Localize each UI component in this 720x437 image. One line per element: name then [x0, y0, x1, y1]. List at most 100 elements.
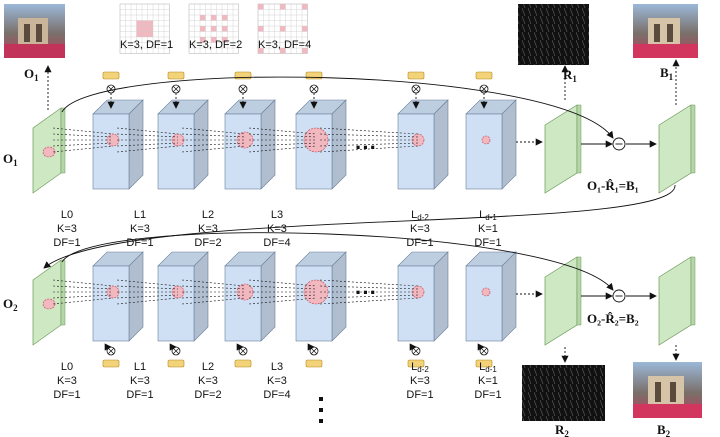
feature-map-Ld-2 [397, 99, 449, 190]
multiply-op [171, 84, 181, 94]
kernel-size: K=3 [130, 375, 150, 387]
receptive-cell [280, 4, 286, 10]
receptive-cell [302, 26, 308, 32]
receptive-cell [302, 4, 308, 10]
feature-map-Ld-2 [397, 251, 449, 342]
feature-map-L2 [224, 251, 276, 342]
conv-link [248, 145, 317, 153]
attention-gate [167, 359, 185, 368]
receptive-cell [211, 26, 217, 32]
dilation-factor: DF=1 [406, 389, 433, 401]
feature-map-L0 [92, 251, 144, 342]
input-photo-top [4, 4, 65, 58]
receptive-cell [302, 48, 308, 54]
layer-name: Ld-2 [411, 361, 429, 374]
conv-link [181, 294, 246, 299]
kernel-size: K=1 [478, 375, 498, 387]
kernel-size: K=3 [410, 375, 430, 387]
kernel-size: K=3 [267, 223, 287, 235]
receptive-cell [258, 4, 264, 10]
receptive-cell [258, 48, 264, 54]
stage2-network: L0K=3DF=1L1K=3DF=1L2K=3DF=2L3K=3DF=4Ld-2… [32, 251, 696, 401]
conv-link [319, 297, 419, 305]
equation-stage1: O₁-R̂₁=B₁ [587, 178, 639, 193]
skip-curve-stage2 [61, 232, 614, 291]
layer-name: L1 [134, 361, 146, 373]
receptive-cell [200, 15, 206, 21]
dilation-factor: DF=4 [263, 389, 290, 401]
multiply-op [309, 84, 319, 94]
dilation-factor: DF=4 [263, 237, 290, 249]
receptive-field [481, 135, 491, 145]
receptive-field [481, 287, 491, 297]
conv-link [319, 279, 419, 287]
conv-link [248, 133, 317, 138]
conv-link [319, 145, 419, 153]
multiply-op [238, 346, 248, 356]
grid-caption-1: K=3, DF=1 [120, 39, 173, 51]
multiply-op [106, 84, 116, 94]
ellipsis-vertical [319, 397, 323, 423]
layer-name: L1 [134, 209, 146, 221]
subtract-op [612, 289, 626, 303]
attention-gate [407, 359, 425, 368]
grid-caption-2: K=3, DF=2 [189, 39, 242, 51]
dilation-factor: DF=1 [53, 237, 80, 249]
rain-feature-map [544, 256, 582, 346]
grid-caption-3: K=3, DF=4 [258, 39, 311, 51]
bg-b2-label: B2 [657, 422, 671, 437]
receptive-cell [222, 26, 228, 32]
rain-photo-bottom [522, 365, 605, 421]
layer-name: Ld-1 [479, 209, 497, 222]
layer-name: L2 [202, 209, 214, 221]
receptive-cell [280, 48, 286, 54]
receptive-cell [222, 15, 228, 21]
feature-map-Ld-1 [465, 99, 517, 190]
conv-link [248, 297, 317, 305]
ellipsis-stage2: ··· [355, 280, 377, 305]
skip-curve-stage1 [61, 76, 614, 139]
attention-gate [475, 359, 493, 368]
feature-map-L0 [92, 99, 144, 190]
layer-name: L3 [271, 361, 283, 373]
conv-link [319, 127, 419, 135]
attention-gate [475, 71, 493, 80]
attention-gate [102, 359, 120, 368]
dilation-factor: DF=1 [406, 237, 433, 249]
attention-gate [167, 71, 185, 80]
conv-link [181, 142, 246, 147]
receptive-cell [200, 37, 206, 43]
attention-gate [234, 359, 252, 368]
receptive-cell [211, 37, 217, 43]
multiply-op [309, 346, 319, 356]
rain-r1-label: R1 [563, 67, 577, 84]
dilation-grid-3 [257, 3, 308, 54]
kernel-size: K=3 [198, 375, 218, 387]
conv-link [248, 285, 317, 290]
conv-link [319, 133, 419, 138]
conv-link [181, 145, 246, 153]
conv-link [181, 127, 246, 135]
background-feature-map [658, 104, 696, 194]
kernel-size: K=3 [57, 223, 77, 235]
conv-link [319, 294, 419, 299]
multiply-op [238, 84, 248, 94]
multiply-op [411, 346, 421, 356]
rain-feature-map [544, 104, 582, 194]
feature-map-L1 [157, 251, 209, 342]
rain-photo-top [518, 4, 589, 65]
kernel-size: K=3 [267, 375, 287, 387]
receptive-cell [258, 26, 264, 32]
conv-link [181, 279, 246, 287]
dilation-grid-2 [188, 3, 239, 54]
receptive-cell [280, 26, 286, 32]
receptive-cell [222, 37, 228, 43]
input-o2-label: O2 [3, 296, 18, 313]
attention-gate [102, 71, 120, 80]
conv-link [319, 142, 419, 147]
dilation-factor: DF=2 [194, 389, 221, 401]
multiply-op [171, 346, 181, 356]
background-photo-bottom [633, 362, 702, 418]
background-photo-top [633, 4, 698, 58]
